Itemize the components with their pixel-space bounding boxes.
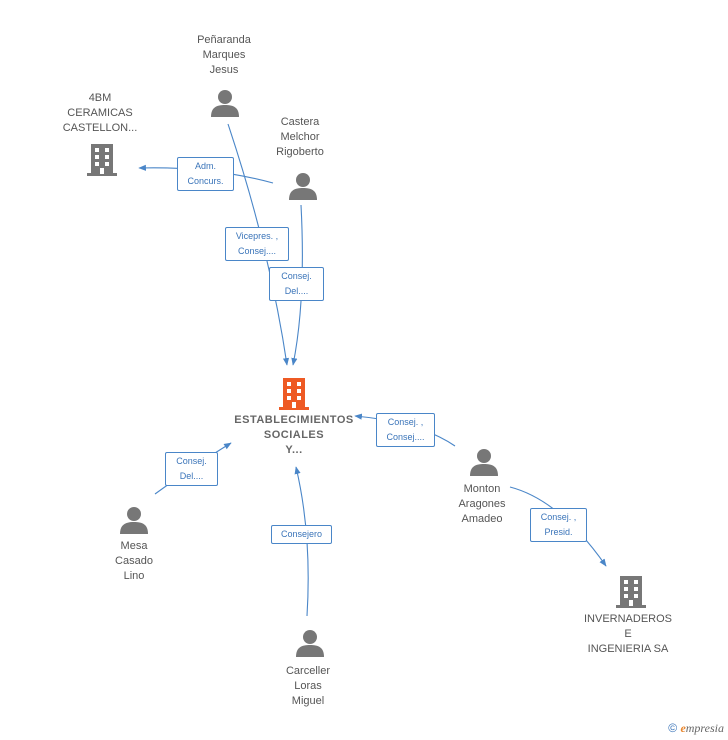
penaranda-label[interactable]: Peñaranda Marques Jesus <box>197 34 251 76</box>
invernaderos-label[interactable]: INVERNADEROS E INGENIERIA SA <box>583 613 673 655</box>
edge-label-castera-bm[interactable]: Adm. Concurs. <box>177 157 234 191</box>
center-building-icon[interactable] <box>279 376 309 415</box>
edge-label-monton-center[interactable]: Consej. , Consej.... <box>376 413 435 447</box>
building-icon[interactable] <box>87 142 117 181</box>
monton-label[interactable]: Monton Aragones Amadeo <box>458 483 506 525</box>
copyright-symbol: © <box>668 721 678 735</box>
center-node-label[interactable]: ESTABLECIMIENTOS SOCIALES Y... <box>234 414 354 456</box>
edge-label-carceller-center[interactable]: Consejero <box>271 525 332 544</box>
edge-label-penaranda-center[interactable]: Vicepres. , Consej.... <box>225 227 289 261</box>
carceller-label[interactable]: Carceller Loras Miguel <box>285 665 330 707</box>
brand-name: mpresia <box>685 721 724 735</box>
edge-label-castera-center[interactable]: Consej. Del.... <box>269 267 324 301</box>
edge-label-monton-invernaderos[interactable]: Consej. , Presid. <box>530 508 587 542</box>
person-icon[interactable] <box>120 506 148 539</box>
brand-logo-initial: e <box>680 721 686 735</box>
bm-label[interactable]: 4BM CERAMICAS CASTELLON... <box>62 92 138 134</box>
mesa-label[interactable]: Mesa Casado Lino <box>115 540 153 582</box>
person-icon[interactable] <box>289 172 317 205</box>
footer-brand: © empresia <box>668 721 724 736</box>
edge-label-mesa-center[interactable]: Consej. Del.... <box>165 452 218 486</box>
castera-label[interactable]: Castera Melchor Rigoberto <box>276 116 324 158</box>
person-icon[interactable] <box>296 629 324 662</box>
person-icon[interactable] <box>211 89 239 122</box>
building-icon[interactable] <box>616 574 646 613</box>
person-icon[interactable] <box>470 448 498 481</box>
